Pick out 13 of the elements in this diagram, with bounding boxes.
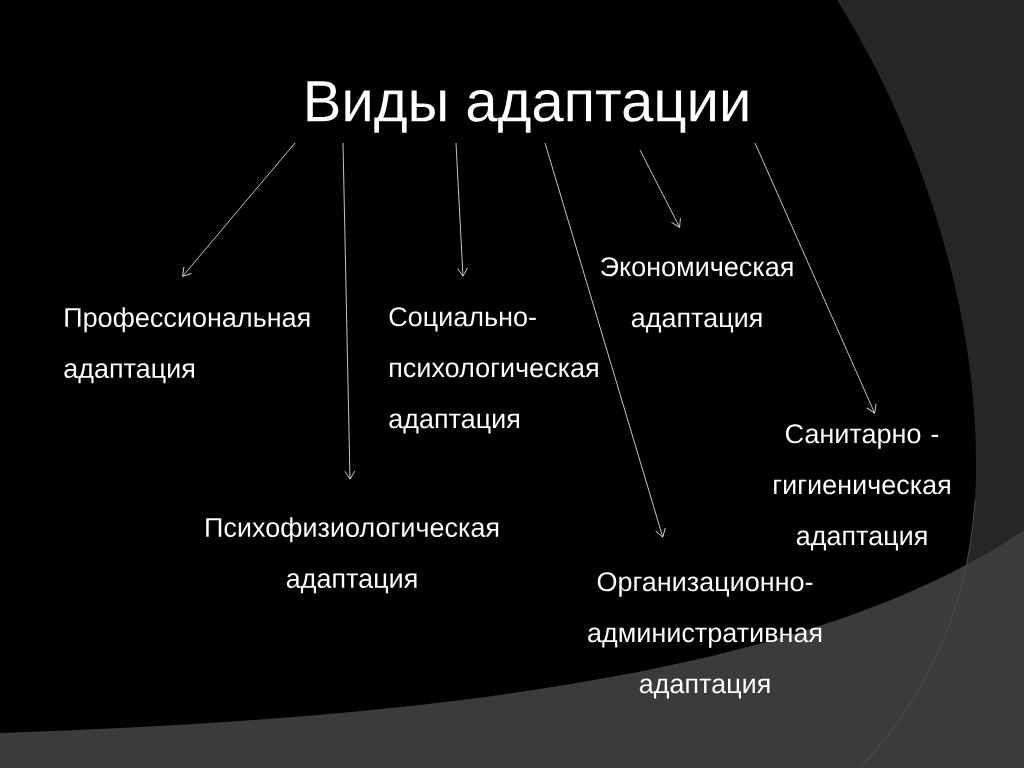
category-label: Экономическая адаптация	[601, 257, 793, 333]
arrow	[182, 142, 296, 277]
arrow	[754, 142, 877, 414]
category-label: Профессиональная адаптация	[64, 307, 310, 384]
category-label: Организационно- административная адаптация	[588, 572, 822, 699]
arrow	[544, 142, 666, 538]
heading: Виды адаптации	[307, 81, 748, 133]
arrow	[342, 142, 356, 480]
category-label: Социально- психологическая адаптация	[389, 307, 598, 434]
category-label: Психофизиологическая адаптация	[206, 517, 499, 594]
arrow	[639, 149, 681, 228]
arrow	[455, 142, 468, 277]
category-label: Санитарно - гигиеническая адаптация	[774, 424, 950, 551]
